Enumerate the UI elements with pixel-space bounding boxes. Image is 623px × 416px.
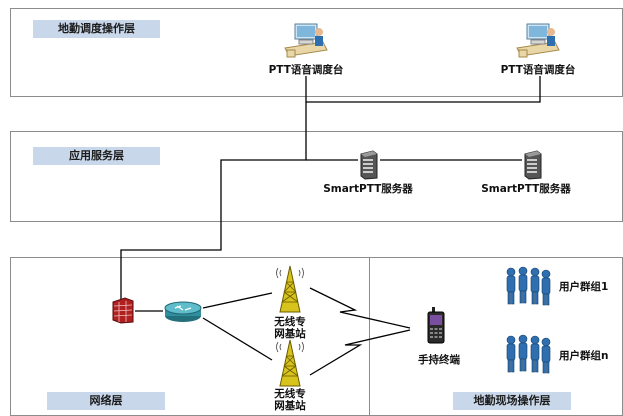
service-layer-label: 应用服务层	[33, 147, 160, 165]
firewall-icon	[112, 297, 134, 324]
service-layer	[10, 131, 623, 222]
network-layer-label: 网络层	[47, 392, 165, 410]
server-2-label: SmartPTT服务器	[481, 183, 571, 195]
dispatcher-console-icon	[516, 23, 560, 58]
server-icon	[360, 150, 378, 180]
handheld-terminal-icon	[427, 307, 445, 344]
router-icon	[164, 301, 202, 322]
radio-tower-icon	[276, 265, 304, 313]
dispatch-layer-label: 地勤调度操作层	[33, 20, 160, 38]
base-station-2-label: 无线专 网基站	[262, 388, 318, 412]
server-icon	[524, 150, 542, 180]
field-layer	[369, 257, 623, 416]
radio-tower-icon	[276, 339, 304, 387]
console-1-label: PTT语音调度台	[268, 64, 344, 76]
user-group-n-label: 用户群组n	[559, 350, 609, 362]
handheld-terminal-label: 手持终端	[418, 354, 460, 366]
field-layer-label: 地勤现场操作层	[453, 392, 571, 410]
base-station-1-line2: 网基站	[274, 328, 306, 340]
base-station-2-line2: 网基站	[274, 400, 306, 412]
dispatcher-console-icon	[284, 23, 328, 58]
base-station-2-line1: 无线专	[274, 388, 306, 400]
console-2-label: PTT语音调度台	[500, 64, 576, 76]
base-station-1-line1: 无线专	[274, 316, 306, 328]
base-station-1-label: 无线专 网基站	[262, 316, 318, 340]
user-group-icon	[506, 266, 551, 306]
user-group-1-label: 用户群组1	[559, 281, 609, 293]
user-group-icon	[506, 334, 551, 374]
server-1-label: SmartPTT服务器	[323, 183, 413, 195]
